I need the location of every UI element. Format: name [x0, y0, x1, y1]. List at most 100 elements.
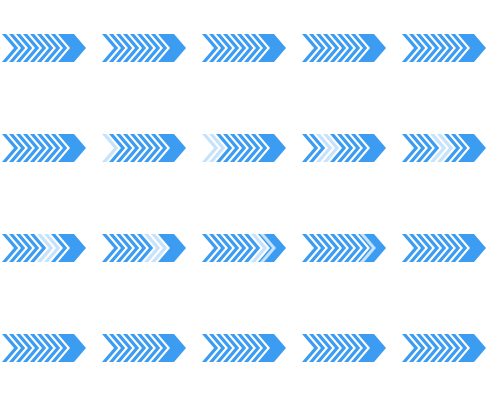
- chevron-stripe: [444, 334, 461, 362]
- chevron-stripe: [116, 334, 133, 362]
- chevron-arrowhead-highlight: [360, 234, 376, 262]
- chevron-stripe-highlight: [144, 234, 161, 262]
- chevron-stripe: [444, 234, 461, 262]
- chevron-group: [102, 234, 186, 262]
- chevron-stripe-highlight: [102, 134, 119, 162]
- chevron-stripe: [244, 134, 261, 162]
- chevron-stripe: [451, 34, 468, 62]
- chevron-stripe: [123, 334, 140, 362]
- chevron-stripe-highlight: [37, 234, 54, 262]
- chevron-stripe: [9, 234, 26, 262]
- chevron-stripe: [316, 234, 333, 262]
- chevron-stripe: [237, 134, 254, 162]
- chevron-group: [202, 34, 286, 62]
- chevron-stripe: [137, 234, 154, 262]
- chevron-stripe: [44, 134, 61, 162]
- chevron-stripe: [137, 134, 154, 162]
- chevron-stripe: [209, 234, 226, 262]
- chevron-stripe: [30, 234, 47, 262]
- chevron-stripe-highlight: [202, 134, 219, 162]
- chevron-stripe: [216, 234, 233, 262]
- chevron-stripe: [2, 134, 19, 162]
- chevron-stripe: [330, 34, 347, 62]
- chevron-arrowhead: [258, 34, 286, 62]
- chevron-stripe: [216, 334, 233, 362]
- chevron-stripe: [409, 334, 426, 362]
- chevron-stripe: [423, 134, 440, 162]
- chevron-stripe: [9, 34, 26, 62]
- chevron-arrowhead: [358, 34, 386, 62]
- chevron-stripe: [144, 334, 161, 362]
- chevron-arrowhead: [158, 234, 186, 262]
- chevron-stripe: [144, 134, 161, 162]
- chevron-stripe: [116, 234, 133, 262]
- chevron-stripe: [16, 34, 33, 62]
- chevron-stripe: [323, 234, 340, 262]
- chevron-stripe: [344, 334, 361, 362]
- chevron-group: [302, 134, 386, 162]
- chevron-stripe: [51, 234, 68, 262]
- chevron-stripe: [216, 34, 233, 62]
- chevron-stripe: [130, 134, 147, 162]
- chevron-stripe: [302, 134, 319, 162]
- chevron-stripe-highlight: [316, 134, 333, 162]
- chevron-stripe: [209, 34, 226, 62]
- chevron-stripe: [2, 234, 19, 262]
- chevron-stripe: [37, 334, 54, 362]
- chevron-stripe: [130, 34, 147, 62]
- chevron-stripe: [309, 334, 326, 362]
- chevron-stripe: [230, 134, 247, 162]
- chevron-stripe: [409, 134, 426, 162]
- chevron-stripe: [109, 34, 126, 62]
- chevron-stripe: [409, 34, 426, 62]
- chevron-stripe: [202, 334, 219, 362]
- chevron-group: [202, 134, 286, 162]
- chevron-group: [402, 34, 486, 62]
- chevron-stripe: [402, 34, 419, 62]
- chevron-stripe: [230, 234, 247, 262]
- chevron-stripe: [151, 134, 168, 162]
- chevron-stripe: [330, 134, 347, 162]
- chevron-arrowhead: [258, 334, 286, 362]
- chevron-stripe: [444, 134, 461, 162]
- chevron-stripe: [144, 34, 161, 62]
- chevron-stripe: [109, 234, 126, 262]
- chevron-stripe: [330, 234, 347, 262]
- chevron-stripe: [23, 234, 40, 262]
- chevron-group: [102, 334, 186, 362]
- chevron-stripe-highlight: [323, 134, 340, 162]
- chevron-stripe: [51, 134, 68, 162]
- chevron-stripe: [230, 34, 247, 62]
- chevron-stripe: [451, 234, 468, 262]
- chevron-stripe: [37, 34, 54, 62]
- chevron-stripe: [437, 334, 454, 362]
- chevron-stripe-highlight: [251, 234, 268, 262]
- chevron-stripe: [137, 334, 154, 362]
- chevron-arrowhead: [158, 134, 186, 162]
- chevron-stripe: [437, 34, 454, 62]
- chevron-stripe: [16, 234, 33, 262]
- chevron-stripe: [302, 334, 319, 362]
- chevron-stripe-highlight: [430, 134, 447, 162]
- chevron-stripe: [344, 34, 361, 62]
- chevron-group: [2, 134, 86, 162]
- chevron-stripe: [51, 334, 68, 362]
- chevron-stripe: [23, 134, 40, 162]
- chevron-stripe: [337, 234, 354, 262]
- chevron-stripe: [402, 134, 419, 162]
- chevron-arrowhead-highlight: [260, 234, 276, 262]
- chevron-arrowhead: [358, 134, 386, 162]
- chevron-stripe: [30, 34, 47, 62]
- chevron-arrowhead: [58, 234, 86, 262]
- chevron-stripe: [416, 134, 433, 162]
- chevron-arrowhead: [458, 34, 486, 62]
- chevron-stripe: [244, 334, 261, 362]
- chevron-stripe: [437, 234, 454, 262]
- chevron-stripe: [130, 334, 147, 362]
- chevron-stripe: [337, 134, 354, 162]
- chevron-stripe: [444, 34, 461, 62]
- chevron-arrowhead: [158, 334, 186, 362]
- chevron-stripe: [423, 334, 440, 362]
